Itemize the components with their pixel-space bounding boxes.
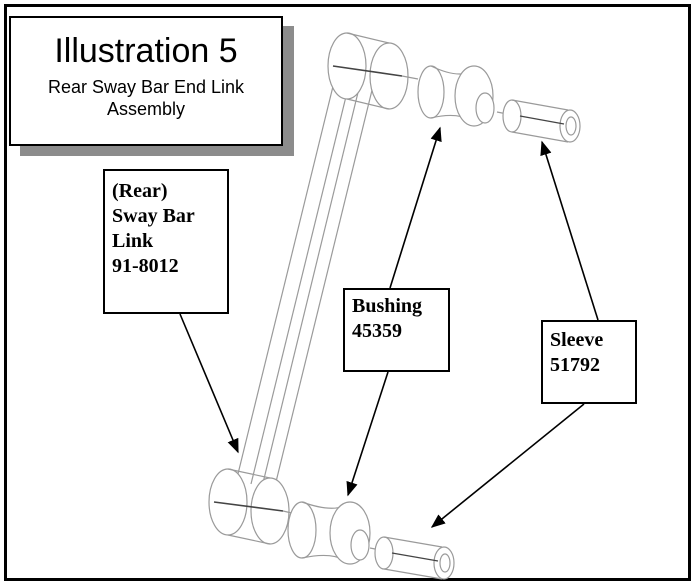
- top-sleeve-part: [502, 99, 581, 143]
- callout-line: Sway Bar: [112, 205, 195, 227]
- bushing-leader-arrow-up: [389, 126, 442, 289]
- part-number: 51792: [550, 354, 600, 376]
- part-number: 91-8012: [112, 255, 179, 277]
- title-panel: Illustration 5 Rear Sway Bar End Link As…: [9, 16, 283, 146]
- bottom-sleeve-part: [374, 536, 455, 580]
- callout-line: Sleeve: [550, 329, 604, 351]
- link-bottom-eye: [208, 468, 290, 545]
- bushing-leader-arrow-down: [346, 371, 389, 497]
- part-number: 45359: [352, 320, 402, 342]
- sleeve-leader-arrow-down: [430, 403, 585, 528]
- top-bushing-part: [417, 65, 513, 127]
- bottom-bushing-part: [287, 501, 386, 565]
- leader-arrows: [179, 126, 599, 528]
- link-top-eye: [327, 32, 409, 110]
- illustration-subtitle: Rear Sway Bar End Link Assembly: [47, 77, 245, 119]
- sleeve-leader-arrow-up: [540, 140, 599, 321]
- link-leader-arrow: [179, 313, 239, 454]
- callout-line: Link: [112, 230, 154, 252]
- callout-line: (Rear): [112, 180, 168, 202]
- bushing-callout: Bushing 45359: [343, 288, 450, 372]
- sleeve-callout: Sleeve 51792: [541, 320, 637, 404]
- illustration-title: Illustration 5: [54, 32, 238, 70]
- callout-line: Bushing: [352, 295, 423, 317]
- sway-bar-link-part: [208, 32, 419, 545]
- sway-bar-link-callout: (Rear) Sway Bar Link 91-8012: [103, 169, 229, 314]
